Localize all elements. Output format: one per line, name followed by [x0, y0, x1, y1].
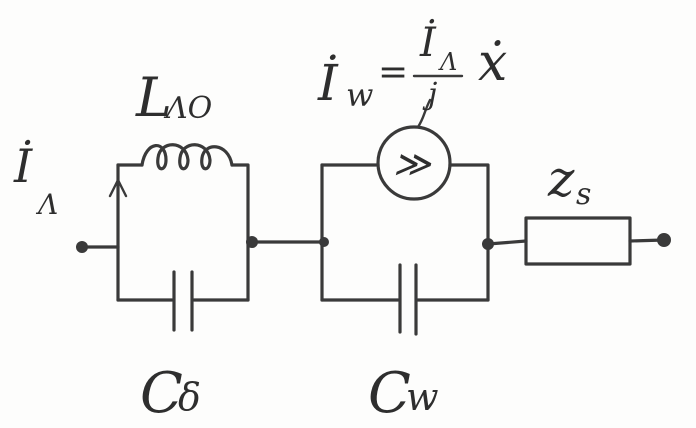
lc-block	[108, 143, 250, 332]
source-current-label: İ	[317, 53, 339, 112]
resistor-label: z	[547, 150, 575, 208]
fraction-numerator: İ	[419, 19, 437, 66]
current-in-sub: Λ	[35, 188, 58, 221]
source-pointer	[416, 98, 432, 129]
source-current-sub: w	[346, 76, 373, 114]
output-terminal	[657, 233, 671, 247]
cap1-label: C	[140, 361, 183, 426]
source-symbol: ≫	[393, 144, 432, 185]
inductor-coil	[140, 143, 234, 171]
resistor-sub: s	[576, 177, 591, 212]
source-block	[320, 98, 490, 336]
fraction-denominator: j	[422, 77, 437, 112]
fraction-numerator-sub: Λ	[438, 48, 457, 76]
current-in-label: İ	[13, 138, 33, 193]
cap2-label: C	[368, 361, 411, 426]
inductor-label: L	[135, 66, 172, 129]
current-source	[376, 125, 452, 201]
current-arrow	[108, 178, 128, 198]
cap1-sub: δ	[178, 375, 201, 419]
cap2-sub: w	[406, 375, 439, 419]
ratio-symbol: ẋ	[478, 33, 507, 93]
equals-sign: =	[378, 52, 408, 93]
resistor	[524, 216, 632, 266]
inductor-sub: ΛO	[163, 91, 212, 126]
